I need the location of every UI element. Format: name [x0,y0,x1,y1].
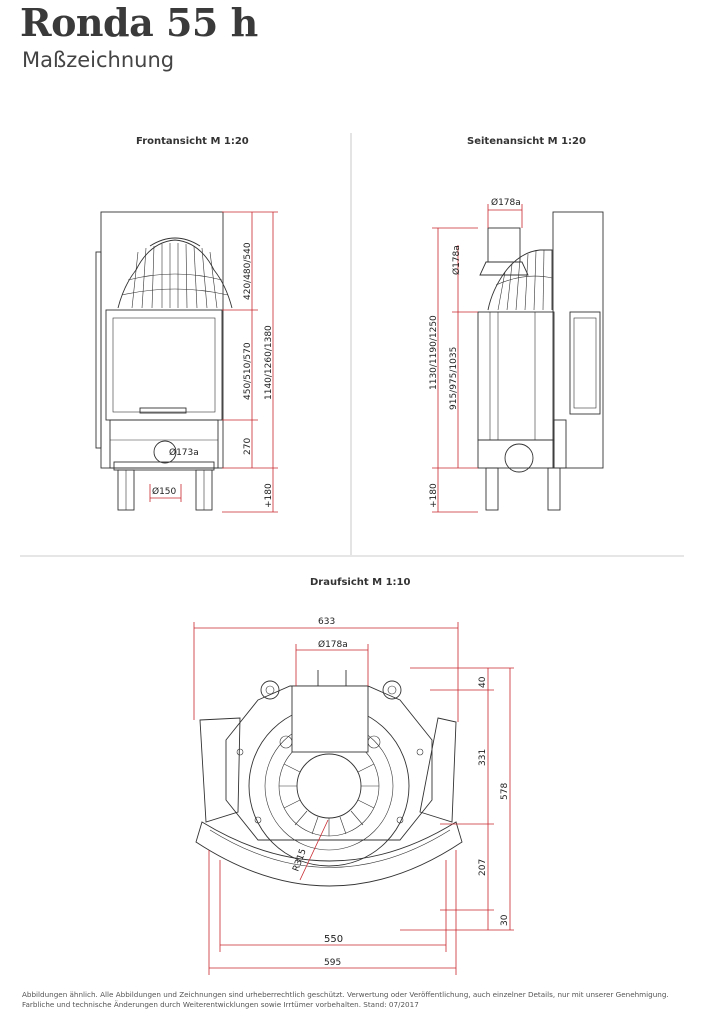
top-dim-30: 30 [500,914,510,926]
top-dim-40: 40 [478,676,488,688]
top-view-label: Draufsicht M 1:10 [310,577,411,588]
page-title: Ronda 55 h [20,0,258,45]
side-hood-fins [495,249,553,311]
front-dim-outlet: Ø150 [152,486,177,497]
front-dim-legs: +180 [264,483,274,508]
top-view-fins [279,763,379,836]
front-dim-middle: 450/510/570 [243,342,253,400]
top-dim-595: 595 [324,958,341,968]
side-dim-flue-side: Ø178a [451,245,462,275]
top-view-drawing [195,670,463,887]
side-dim-total: 1130/1190/1250 [429,315,439,390]
top-dim-550: 550 [324,934,343,945]
top-dim-578: 578 [500,783,510,800]
top-dim-radius: R315 [291,848,308,873]
top-view-dimensions [193,622,514,975]
front-dim-flue: Ø173a [169,447,199,458]
front-view-drawing [95,211,233,511]
front-view-label: Frontansicht M 1:20 [136,136,249,147]
footer-disclaimer: Abbildungen ähnlich. Alle Abbildungen un… [22,990,687,1010]
front-dim-total: 1140/1260/1380 [264,325,274,400]
front-view-dimensions [149,211,278,513]
footer-line-2: Farbliche und technische Änderungen durc… [22,1000,419,1009]
front-dim-bottom: 270 [243,438,253,455]
top-dim-width-total: 633 [318,617,335,627]
side-dim-inner: 915/975/1035 [449,347,459,410]
top-dim-207: 207 [478,859,488,876]
page-subtitle: Maßzeichnung [22,48,175,72]
front-dim-top: 420/480/540 [243,242,253,300]
footer-line-1: Abbildungen ähnlich. Alle Abbildungen un… [22,990,669,999]
side-dim-flue-top: Ø178a [491,197,521,208]
top-dim-331: 331 [478,749,488,766]
side-view-drawing [477,211,604,511]
side-view-label: Seitenansicht M 1:20 [467,136,586,147]
front-hood-fins [121,243,229,309]
side-dim-legs: +180 [429,483,439,508]
top-dim-flue: Ø178a [318,639,348,650]
side-view-dimensions [432,204,523,513]
